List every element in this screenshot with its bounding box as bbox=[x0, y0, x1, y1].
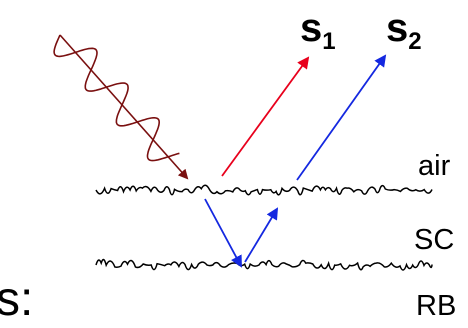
s2-ray bbox=[296, 54, 387, 181]
cut-off-text: s: bbox=[0, 273, 34, 326]
s1-label: s1 bbox=[300, 8, 336, 54]
layer-label-air: air bbox=[418, 150, 451, 182]
s2-label: s2 bbox=[386, 8, 422, 54]
incident-ray bbox=[59, 34, 189, 180]
s1-ray bbox=[221, 56, 310, 177]
s2-refracted-down-ray bbox=[204, 198, 242, 268]
s2-label-main: s bbox=[386, 6, 409, 50]
s1-label-main: s bbox=[300, 6, 323, 50]
s2-reflected-up-ray bbox=[244, 207, 279, 263]
layer-label-rb: RB bbox=[416, 290, 457, 322]
interface-sc-rb bbox=[95, 258, 433, 271]
s1-label-sub: 1 bbox=[322, 28, 336, 55]
s2-label-sub: 2 bbox=[408, 28, 422, 55]
layer-label-sc: SC bbox=[414, 224, 455, 256]
interface-air-sc bbox=[95, 184, 433, 196]
